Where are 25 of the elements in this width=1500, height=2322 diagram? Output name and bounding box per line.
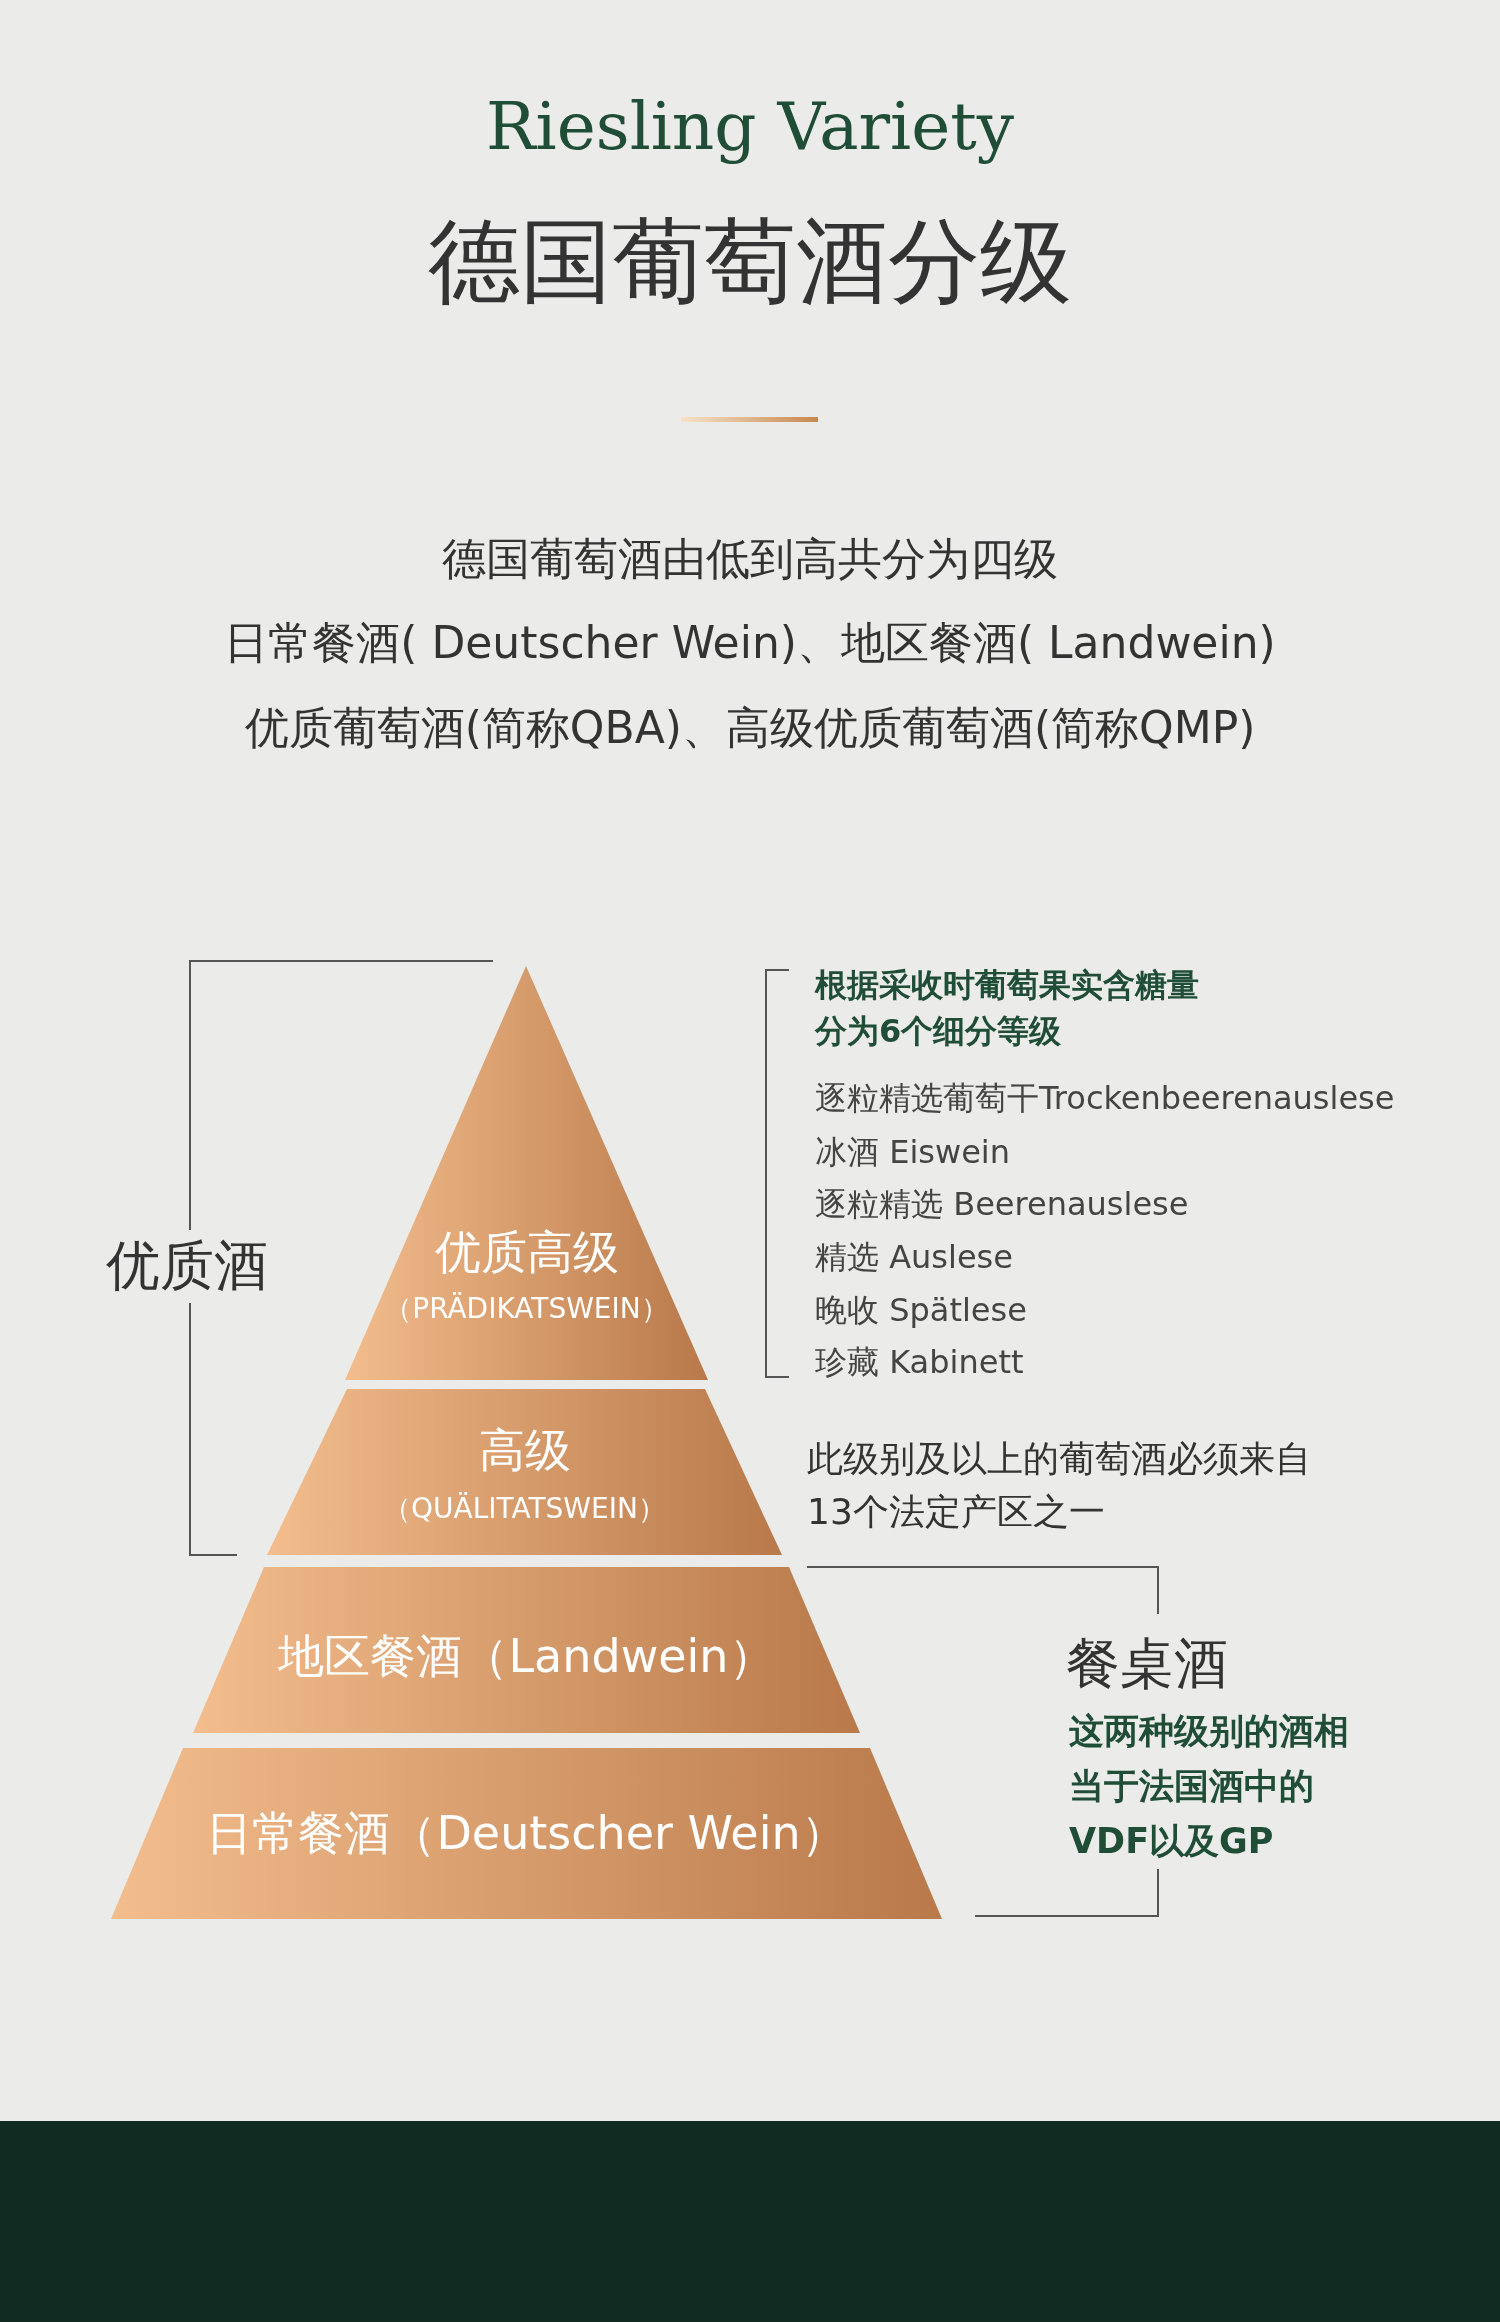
- grade-item: 晚收 Spätlese: [815, 1290, 1027, 1331]
- subtitle: Riesling Variety: [484, 88, 1016, 165]
- note-text: 此级别及以上的葡萄酒必须来自13个法定产区之一: [807, 1437, 1312, 1534]
- pyramid-tier: [267, 1389, 782, 1555]
- bracket-label: 餐桌酒: [1066, 1631, 1228, 1697]
- intro-text: 优质葡萄酒(简称QBA)、高级优质葡萄酒(简称QMP): [243, 701, 1257, 755]
- grade-item: 逐粒精选葡萄干Trockenbeerenauslese: [815, 1078, 1395, 1119]
- note-text: 根据采收时葡萄果实含糖量分为6个细分等级: [815, 965, 1200, 1052]
- grade-item: 珍藏 Kabinett: [815, 1342, 1024, 1383]
- intro-text: 德国葡萄酒由低到高共分为四级: [441, 532, 1059, 586]
- tier-sublabel: （QUÄLITATSWEIN）: [382, 1491, 667, 1527]
- pyramid-tier: [193, 1567, 860, 1733]
- note-text: 这两种级别的酒相当于法国酒中的VDF以及GP: [1069, 1710, 1350, 1863]
- tier-label: 地区餐酒（Landwein）: [277, 1628, 776, 1685]
- title: 德国葡萄酒分级: [427, 207, 1073, 317]
- tier-label: 优质高级: [433, 1224, 620, 1281]
- pyramid-tier: [345, 966, 708, 1380]
- grade-item: 精选 Auslese: [815, 1237, 1013, 1278]
- tier-label: 日常餐酒（Deutscher Wein）: [205, 1805, 848, 1862]
- grade-item: 逐粒精选 Beerenauslese: [815, 1184, 1189, 1225]
- pyramid-tier: [111, 1748, 942, 1919]
- tier-label: 高级: [477, 1422, 572, 1479]
- grade-item: 冰酒 Eiswein: [815, 1132, 1010, 1173]
- intro-text: 日常餐酒( Deutscher Wein)、地区餐酒( Landwein): [223, 616, 1277, 670]
- tier-sublabel: （PRÄDIKATSWEIN）: [383, 1291, 670, 1327]
